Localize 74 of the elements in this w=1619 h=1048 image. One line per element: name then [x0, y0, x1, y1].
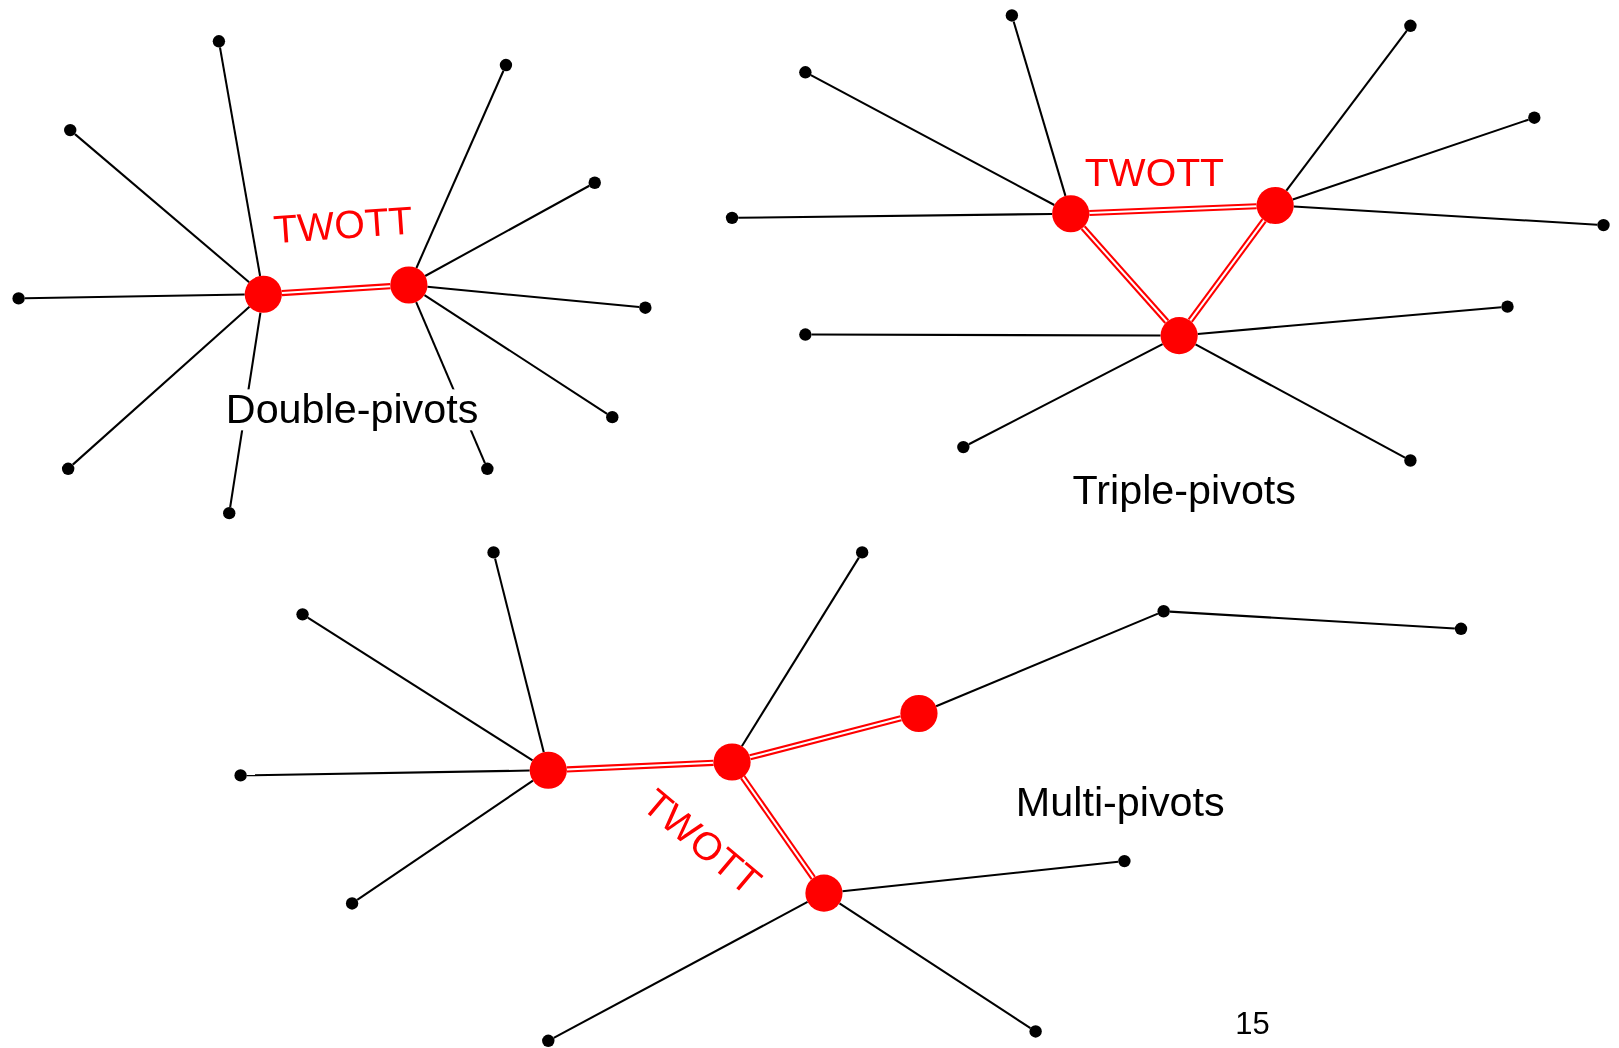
- double-edge: [566, 759, 714, 773]
- edge-line: [494, 558, 545, 753]
- edge-line: [1197, 306, 1502, 335]
- leaf-dot: [1157, 605, 1170, 618]
- double-edge: [1187, 218, 1267, 323]
- leaf-dot: [12, 292, 25, 305]
- leaf-dot: [1005, 9, 1019, 22]
- leaf-dot: [1597, 218, 1610, 232]
- edge-line: [1169, 610, 1455, 630]
- edge-line: [935, 612, 1159, 708]
- edge-line: [968, 343, 1164, 446]
- edge-line: [356, 779, 534, 901]
- edge-line: [1292, 118, 1529, 201]
- double-edge: [1080, 225, 1170, 324]
- leaf-dot: [725, 211, 739, 225]
- leaf-dot: [1029, 1025, 1042, 1038]
- leaf-dot: [957, 440, 970, 454]
- leaf-dot: [855, 546, 869, 559]
- edge-line: [246, 769, 530, 777]
- pivot-node: [1052, 195, 1090, 233]
- leaf-dot: [61, 462, 75, 475]
- edge-line: [838, 902, 1031, 1029]
- leaf-dot: [799, 328, 812, 341]
- leaf-dot: [223, 506, 236, 520]
- edge-line: [424, 184, 590, 277]
- leaf-dot: [499, 58, 513, 72]
- pivot-node: [244, 275, 282, 313]
- pivot-node: [529, 751, 567, 789]
- edge-line: [218, 47, 262, 277]
- edge-line: [307, 616, 534, 762]
- leaf-dot: [799, 66, 812, 79]
- edge-line: [423, 294, 608, 415]
- edge-line: [74, 133, 250, 283]
- leaf-dot: [345, 897, 359, 910]
- leaf-dot: [212, 35, 226, 48]
- leaf-dot: [639, 301, 652, 314]
- edge-line: [24, 293, 245, 300]
- leaf-dot: [64, 123, 77, 137]
- pivot-node: [713, 743, 751, 781]
- edge-line: [741, 557, 860, 747]
- pivot-node: [1256, 186, 1294, 225]
- leaf-dot: [1528, 111, 1541, 124]
- edge-line: [427, 285, 640, 309]
- edge-line: [415, 70, 505, 269]
- leaf-dot: [542, 1034, 555, 1047]
- edge-line: [553, 901, 809, 1039]
- edge-line: [72, 305, 251, 466]
- pivot-node: [805, 874, 843, 912]
- edge-line: [738, 212, 1053, 219]
- leaf-dot: [1501, 300, 1514, 313]
- edge-line: [1285, 30, 1408, 192]
- double-edge: [1089, 203, 1257, 217]
- leaf-dot: [1404, 454, 1417, 467]
- leaf-dot: [1404, 19, 1417, 32]
- leaf-dot: [606, 410, 619, 424]
- leaf-dot: [481, 462, 494, 475]
- edge-line: [1012, 21, 1067, 197]
- pivot-node: [900, 694, 938, 733]
- pivot-node: [1160, 317, 1198, 355]
- leaf-dot: [234, 769, 247, 782]
- leaf-dot: [487, 546, 500, 559]
- pivot-node: [390, 266, 428, 304]
- edge-line: [1195, 343, 1406, 459]
- leaf-dot: [1118, 854, 1131, 868]
- edge-line: [842, 860, 1119, 893]
- leaf-dot: [1454, 622, 1468, 635]
- double-edge: [749, 715, 902, 761]
- edge-line: [1293, 205, 1598, 226]
- edge-line: [811, 333, 1161, 337]
- leaf-dot: [296, 608, 309, 621]
- double-edge: [740, 775, 816, 880]
- leaf-dot: [588, 176, 601, 189]
- double-edge: [281, 283, 391, 297]
- edge-line: [810, 74, 1055, 206]
